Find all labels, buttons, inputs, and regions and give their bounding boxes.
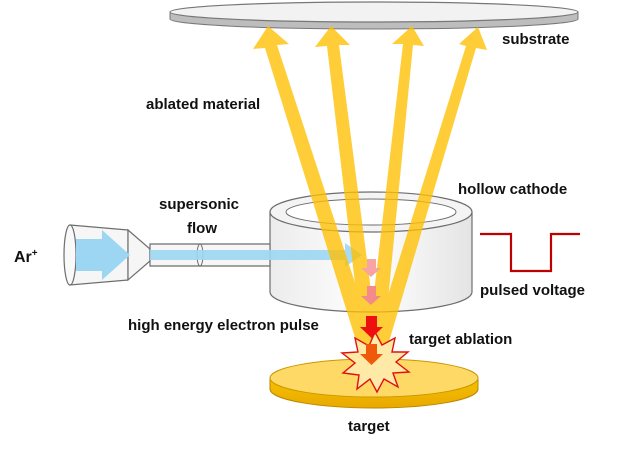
ablated-beam-3 xyxy=(366,26,424,362)
ar-ion-label: Ar+ xyxy=(14,248,38,266)
hollow-cathode-label: hollow cathode xyxy=(458,181,568,198)
ablated-beam-1 xyxy=(253,26,379,360)
target-ablation-label: target ablation xyxy=(409,331,513,348)
pulsed-voltage-label: pulsed voltage xyxy=(480,282,586,299)
target-disc xyxy=(269,358,479,409)
substrate-plate xyxy=(169,1,579,30)
substrate-label: substrate xyxy=(502,31,570,48)
ar-ion-flow-arrows xyxy=(76,230,362,280)
target-label: target xyxy=(348,418,390,435)
ablated-beam-2 xyxy=(315,26,380,360)
electron-pulse-label: high energy electron pulse xyxy=(128,317,319,334)
flow-label: flow xyxy=(187,220,217,237)
ablated-material-label: ablated material xyxy=(146,96,261,113)
pulsed-voltage-waveform xyxy=(480,232,580,273)
ablation-burst xyxy=(340,330,411,394)
electron-pulse-arrows xyxy=(360,259,383,365)
ablated-beam-4 xyxy=(367,27,487,362)
supersonic-label: supersonic xyxy=(159,196,240,213)
ablated-material-arrows xyxy=(253,26,487,362)
